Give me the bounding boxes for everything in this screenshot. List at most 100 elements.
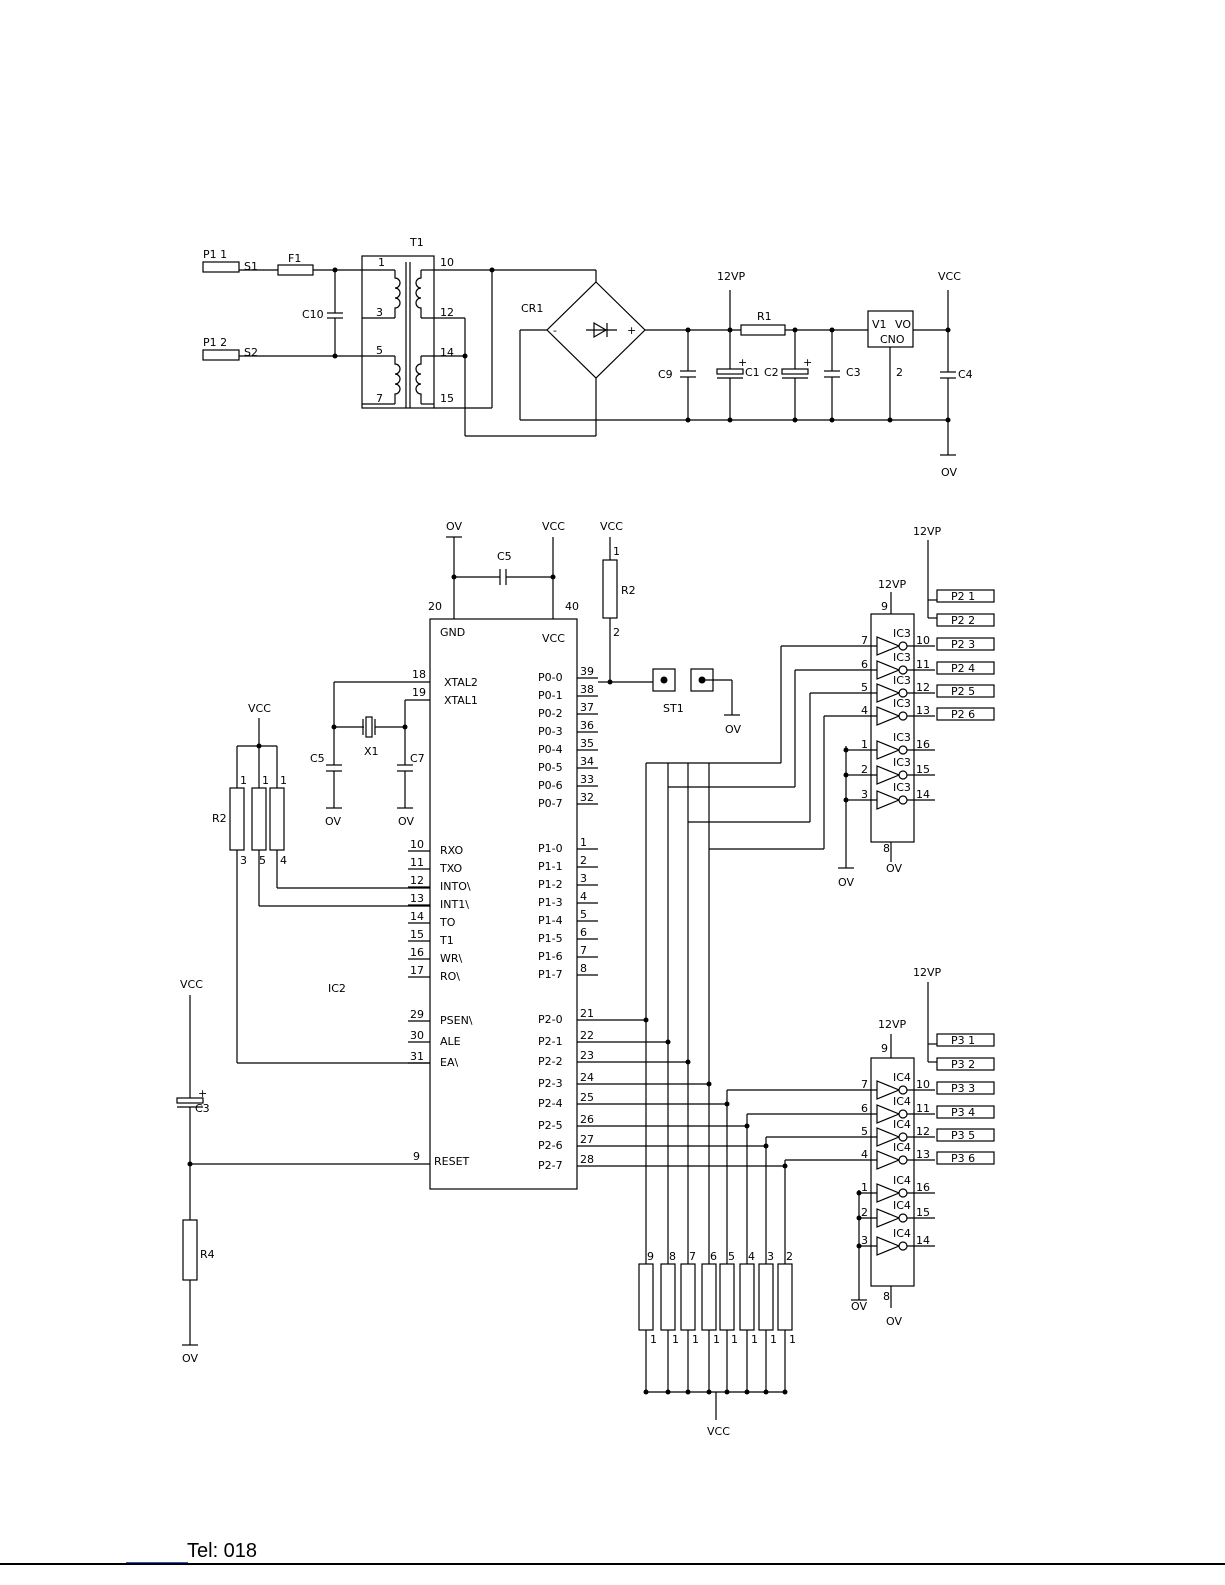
rn-bottom-pin: 1 <box>713 1333 720 1346</box>
rn-bottom-pin: 1 <box>789 1333 796 1346</box>
transformer-t1: T1 1 3 5 7 10 12 14 15 <box>361 236 465 409</box>
gate-in-pin: 5 <box>861 1125 868 1138</box>
label-12vp-ic4-pin: 12VP <box>878 1018 907 1031</box>
resistor-r4 <box>182 1219 198 1281</box>
ic2-pin-num: 21 <box>580 1007 594 1020</box>
gate-in-pin: 2 <box>861 1206 868 1219</box>
gate-out-pin: 15 <box>916 1206 930 1219</box>
rn-top-pin: 9 <box>647 1250 654 1263</box>
gate-in-pin: 3 <box>861 788 868 801</box>
label-s1: S1 <box>244 260 258 273</box>
ic3-pin-8: 8 <box>883 842 890 855</box>
rn-top-pin: 8 <box>669 1250 676 1263</box>
label-ov-ic3b: OV <box>886 862 902 875</box>
network-resistor <box>701 1263 717 1331</box>
ic2-pin-name: P2-4 <box>538 1097 563 1110</box>
r2-pin-1: 1 <box>613 545 620 558</box>
ic2-pin-name: INT1\ <box>440 898 469 911</box>
label-x1: X1 <box>364 745 379 758</box>
label-c3-psu: C3 <box>846 366 861 379</box>
t1-pin-14: 14 <box>440 346 454 359</box>
gate-name: IC3 <box>893 697 911 710</box>
connector-pin <box>936 1057 995 1071</box>
r2-pin-2: 2 <box>613 626 620 639</box>
network-resistor <box>660 1263 676 1331</box>
label-cr1-minus: - <box>553 324 557 337</box>
network-resistor <box>680 1263 696 1331</box>
gate-name: IC4 <box>893 1141 911 1154</box>
ic2-pin-name: T1 <box>439 934 454 947</box>
ic2-pin-num: 34 <box>580 755 594 768</box>
xtal1-num: 19 <box>412 686 426 699</box>
ic2-pin-name: P2-7 <box>538 1159 563 1172</box>
ic2-pin-num: 27 <box>580 1133 594 1146</box>
ic2-pin-name: P1-0 <box>538 842 563 855</box>
ic2-pin-name: P1-1 <box>538 860 563 873</box>
rn-top-pin: 5 <box>728 1250 735 1263</box>
connector-label: P3 6 <box>951 1152 975 1165</box>
label-ov-top: OV <box>446 520 462 533</box>
gate-out-pin: 15 <box>916 763 930 776</box>
label-ov-psu: OV <box>941 466 957 479</box>
resistor-r1 <box>740 324 786 336</box>
label-c4: C4 <box>958 368 973 381</box>
rn-top-pin: 7 <box>689 1250 696 1263</box>
ic2-pin-name: P1-6 <box>538 950 563 963</box>
ic2-pin-num: 10 <box>410 838 424 851</box>
gate-out-pin: 10 <box>916 634 930 647</box>
gate-name: IC4 <box>893 1174 911 1187</box>
xtal1-name: XTAL1 <box>444 694 478 707</box>
rn-pin-3: 3 <box>240 854 247 867</box>
gate-name: IC4 <box>893 1199 911 1212</box>
network-resistor <box>719 1263 735 1331</box>
fuse-f1 <box>277 264 314 276</box>
connector-pin <box>936 1151 995 1165</box>
connector-pin <box>936 1033 995 1047</box>
connector-pin <box>936 684 995 698</box>
rn-top-pin: 6 <box>710 1250 717 1263</box>
gate-name: IC3 <box>893 731 911 744</box>
gate-out-pin: 14 <box>916 788 930 801</box>
gate-in-pin: 7 <box>861 1078 868 1091</box>
network-resistor <box>739 1263 755 1331</box>
gate-out-pin: 14 <box>916 1234 930 1247</box>
ic2-pin-num: 13 <box>410 892 424 905</box>
resistor-r2 <box>602 559 618 619</box>
ic2-pin-name: P0-7 <box>538 797 563 810</box>
label-c2: C2 <box>764 366 779 379</box>
gate-out-pin: 12 <box>916 1125 930 1138</box>
gate-in-pin: 2 <box>861 763 868 776</box>
label-t1: T1 <box>409 236 424 249</box>
ic4-pin-8: 8 <box>883 1290 890 1303</box>
ic2-pin-name: RO\ <box>440 970 460 983</box>
label-rn-r2: R2 <box>212 812 227 825</box>
ic2-pin-num: 7 <box>580 944 587 957</box>
xtal2-num: 18 <box>412 668 426 681</box>
ic2-pin-num: 36 <box>580 719 594 732</box>
t1-pin-5: 5 <box>376 344 383 357</box>
label-12vp-ic3-top: 12VP <box>913 525 942 538</box>
t1-pin-12: 12 <box>440 306 454 319</box>
ic2-pin-name: RXO <box>440 844 463 857</box>
label-cno: CNO <box>880 333 905 346</box>
ic4-pin-9: 9 <box>881 1042 888 1055</box>
gate-in-pin: 6 <box>861 658 868 671</box>
ic2-pin-name: P2-0 <box>538 1013 563 1026</box>
ic2-pin-name: P2-5 <box>538 1119 563 1132</box>
rn-pin-1b: 1 <box>262 774 269 787</box>
t1-pin-7: 7 <box>376 392 383 405</box>
label-ov-ic4a: OV <box>851 1300 867 1313</box>
connector-pin <box>936 637 995 651</box>
label-ov-st1: OV <box>725 723 741 736</box>
label-r4: R4 <box>200 1248 215 1261</box>
label-vcc-rn: VCC <box>248 702 271 715</box>
ic2-pin-num: 38 <box>580 683 594 696</box>
label-ic2: IC2 <box>328 982 346 995</box>
ic3-pin-9: 9 <box>881 600 888 613</box>
label-ov-c7: OV <box>398 815 414 828</box>
connector-pin <box>936 613 995 627</box>
reset-name: RESET <box>434 1155 470 1168</box>
ic2-pin-num: 16 <box>410 946 424 959</box>
ic2-vcc: VCC <box>542 632 565 645</box>
